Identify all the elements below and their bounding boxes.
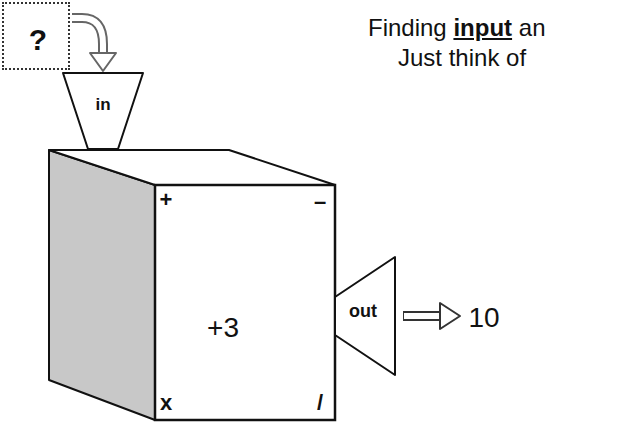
- unknown-mark: ?: [29, 23, 47, 56]
- minus-sign-slot: –: [314, 189, 326, 215]
- divide-sign: /: [317, 390, 323, 415]
- in-funnel: in: [62, 72, 144, 150]
- cube-side-face: [49, 150, 155, 420]
- heading-word: an: [519, 14, 546, 42]
- plus-sign-slot: +: [160, 187, 173, 213]
- unknown-mark-slot: ?: [29, 23, 47, 57]
- out-label: out: [349, 301, 377, 321]
- out-funnel: out: [333, 255, 397, 377]
- heading-row: Findinginputan: [368, 14, 552, 42]
- arrow-head: [90, 53, 116, 71]
- in-label: in: [95, 95, 110, 114]
- in-label-slot: in: [95, 95, 110, 115]
- times-sign-slot: x: [160, 390, 172, 416]
- heading-word: Finding: [368, 14, 447, 42]
- arrow-fill: [72, 18, 103, 56]
- curved-arrow: [72, 18, 116, 71]
- cube-top-face: [49, 150, 335, 185]
- function-machine-outline: [45, 125, 337, 422]
- minus-sign: –: [314, 189, 326, 214]
- heading-keyword: input: [453, 14, 512, 42]
- output-arrow-shaft: [403, 311, 442, 321]
- heading-line: Just think of: [398, 44, 526, 72]
- out-label-slot: out: [349, 301, 377, 322]
- function-machine: + – +3 x /: [45, 125, 337, 422]
- times-sign: x: [160, 390, 172, 415]
- input-box: ?: [2, 2, 70, 70]
- rule-label-slot: +3: [207, 312, 239, 344]
- rule-label: +3: [207, 312, 239, 343]
- plus-sign: +: [160, 187, 173, 212]
- cube-front-face: [155, 185, 335, 420]
- heading-row: Just think of: [398, 44, 533, 72]
- output-arrow-head: [440, 303, 460, 329]
- funnel-shape: [63, 73, 143, 149]
- arrow-outline: [72, 18, 103, 56]
- divide-sign-slot: /: [317, 390, 323, 416]
- output-arrow-fill: [404, 313, 443, 319]
- funnel-shape: [335, 257, 395, 375]
- output-value: 10: [468, 302, 499, 333]
- output-value-slot: 10: [468, 302, 499, 334]
